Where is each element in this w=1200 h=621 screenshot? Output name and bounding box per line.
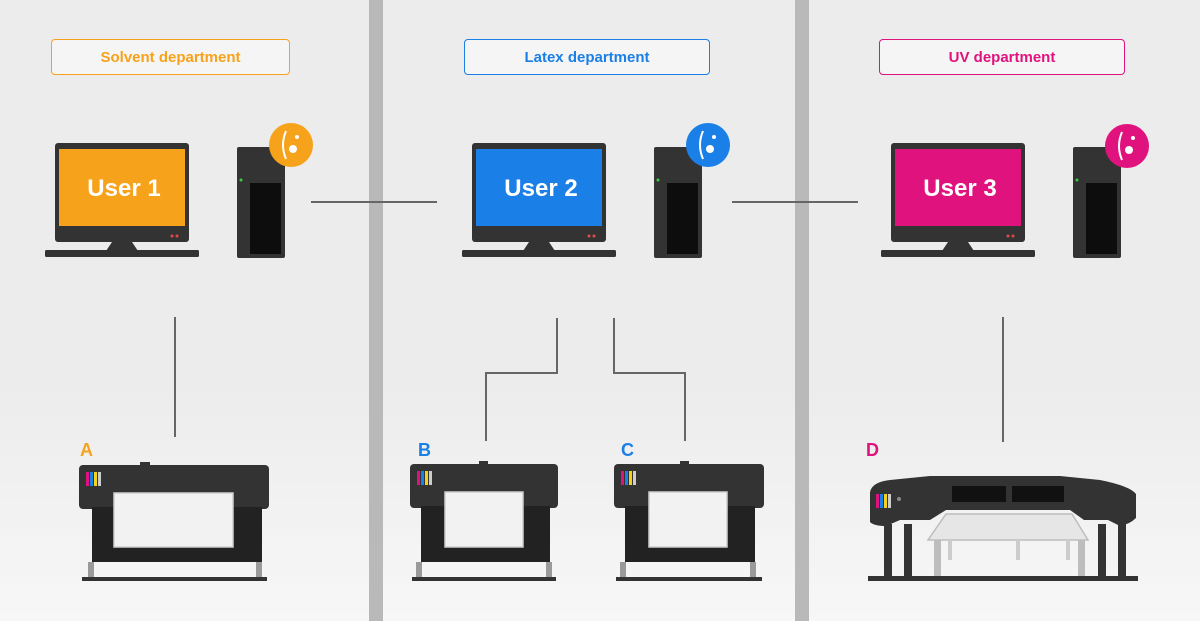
monitor-user-2: User 2: [462, 143, 616, 257]
printer-a: A: [79, 440, 269, 581]
column-divider-right: [795, 0, 809, 621]
workstation-user-2: User 2: [462, 123, 730, 258]
printer-c-letter: C: [621, 440, 634, 460]
printer-b: B: [410, 440, 558, 581]
tower-user-2: [654, 123, 730, 258]
workstation-user-1: User 1: [45, 123, 313, 258]
rip-badge-user-3: [1105, 124, 1149, 168]
latex-department-label: Latex department: [464, 39, 710, 75]
solvent-department-label: Solvent department: [51, 39, 290, 75]
link-user2-printer-b: [485, 318, 558, 441]
screen-user-1: [59, 149, 185, 226]
tower-user-3: [1073, 124, 1149, 258]
user-3-label: User 3: [923, 175, 996, 202]
screen-user-2: [476, 149, 602, 226]
column-divider-left: [369, 0, 383, 621]
uv-department-label: UV department: [879, 39, 1125, 75]
printer-d: D: [866, 440, 1138, 581]
rip-badge-user-2: [686, 123, 730, 167]
printer-b-letter: B: [418, 440, 431, 460]
connection-lines: [174, 201, 1004, 442]
workstation-user-3: User 3: [881, 124, 1149, 258]
screen-user-3: [895, 149, 1021, 226]
rip-badge-user-1: [269, 123, 313, 167]
monitor-user-3: User 3: [881, 143, 1035, 257]
printer-c: C: [614, 440, 764, 581]
monitor-user-1: User 1: [45, 143, 199, 257]
printer-a-letter: A: [80, 440, 93, 460]
user-1-label: User 1: [87, 175, 160, 202]
link-user2-printer-c: [613, 318, 686, 441]
user-2-label: User 2: [504, 175, 577, 202]
tower-user-1: [237, 123, 313, 258]
printer-d-letter: D: [866, 440, 879, 460]
